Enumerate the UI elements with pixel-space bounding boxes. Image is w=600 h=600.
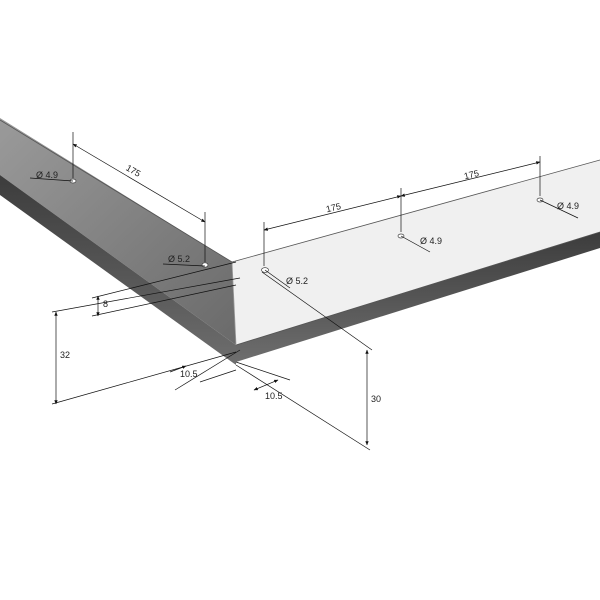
label-hole-mid: Ø 4.9 [420, 236, 442, 246]
label-hole-corner-left: Ø 5.2 [168, 254, 190, 264]
hole-corner-left [201, 262, 209, 268]
label-width-left: 10.5 [180, 369, 198, 379]
dimensions [29, 132, 579, 451]
label-height-right: 30 [371, 394, 381, 404]
label-hole-left: Ø 4.9 [36, 170, 58, 180]
label-hole-corner-right: Ø 5.2 [286, 276, 308, 286]
label-height-offset: 8 [103, 299, 108, 309]
label-spacing-right-2: 175 [463, 168, 480, 181]
label-hole-right: Ø 4.9 [557, 201, 579, 211]
label-spacing-right-1: 175 [325, 201, 342, 214]
label-height-total: 32 [60, 350, 70, 360]
label-width-right: 10.5 [265, 391, 283, 401]
dimension-labels: Ø 4.9 Ø 5.2 Ø 5.2 Ø 4.9 Ø 4.9 175 175 17… [36, 163, 579, 404]
